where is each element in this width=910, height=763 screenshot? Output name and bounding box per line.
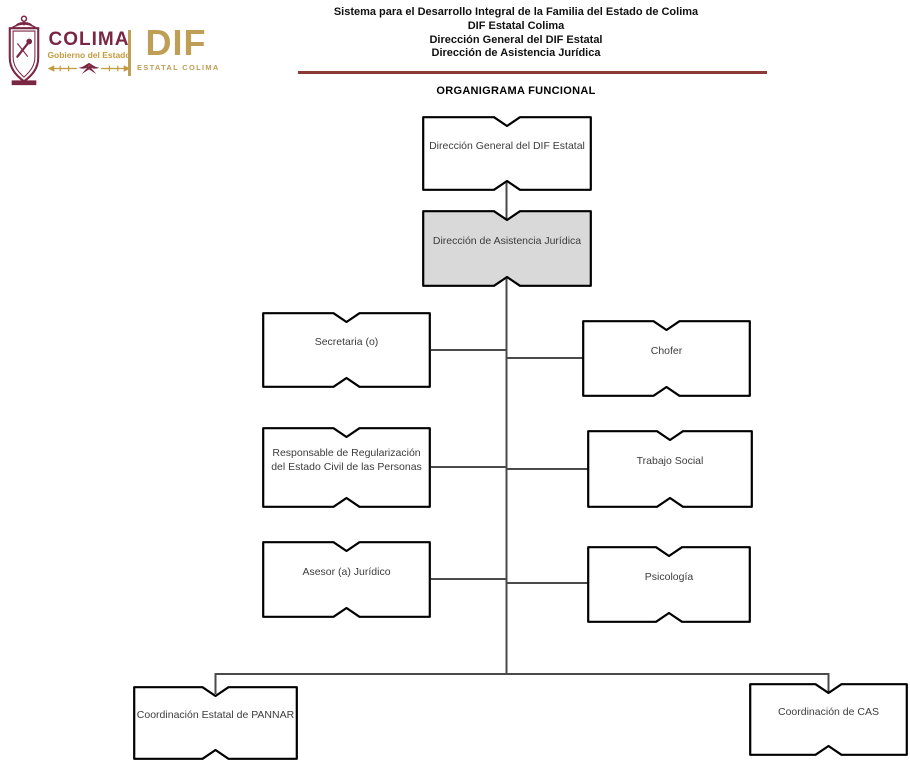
org-node-asesor-juridico: Asesor (a) Jurídico — [262, 541, 431, 618]
org-node-psicologia: Psicología — [587, 546, 751, 623]
org-node-label: Dirección de Asistencia Jurídica — [432, 234, 582, 247]
org-node-label: Trabajo Social — [636, 455, 704, 468]
header-line-4: Dirección de Asistencia Jurídica — [431, 47, 601, 60]
org-node-label: Responsable de Regularización del Estado… — [271, 447, 422, 473]
notched-box-shape — [587, 546, 751, 623]
org-node-label: Coordinación de CAS — [778, 705, 879, 718]
org-node-direccion-general: Dirección General del DIF Estatal — [422, 116, 592, 191]
org-node-responsable-regularizacion: Responsable de Regularización del Estado… — [262, 427, 431, 508]
org-node-label: Asesor (a) Jurídico — [302, 565, 391, 578]
notched-box-shape — [582, 320, 751, 397]
letterhead: COLIMA Gobierno del Estado DIF — [0, 0, 230, 95]
gobierno-del-estado-subtitle: Gobierno del Estado — [47, 50, 131, 60]
logo-vertical-divider — [128, 30, 131, 76]
org-node-coordinacion-pannar: Coordinación Estatal de PANNAR — [133, 686, 298, 760]
section-title: ORGANIGRAMA FUNCIONAL — [436, 85, 596, 97]
header-line-2: DIF Estatal Colima — [467, 19, 565, 32]
colima-logo-block: COLIMA Gobierno del Estado — [46, 30, 132, 75]
org-node-asistencia-juridica: Dirección de Asistencia Jurídica — [422, 210, 592, 287]
header-title-block: Sistema para el Desarrollo Integral de l… — [265, 6, 767, 61]
org-node-label: Coordinación Estatal de PANNAR — [136, 709, 295, 722]
dif-logo-block: DIF ESTATAL COLIMA — [137, 22, 220, 73]
dif-subtitle: ESTATAL COLIMA — [137, 63, 220, 72]
header-line-3: Dirección General del DIF Estatal — [429, 33, 603, 46]
org-node-chofer: Chofer — [582, 320, 751, 397]
ornament-divider-icon — [47, 62, 131, 75]
org-node-label: Dirección General del DIF Estatal — [429, 139, 585, 152]
notched-box-shape — [262, 312, 431, 388]
notched-box-shape — [422, 210, 592, 287]
org-node-label: Psicología — [644, 570, 694, 583]
notched-box-shape — [133, 686, 298, 760]
header-rule — [298, 71, 767, 74]
header-line-1: Sistema para el Desarrollo Integral de l… — [333, 6, 699, 18]
org-node-secretaria: Secretaria (o) — [262, 312, 431, 388]
org-node-trabajo-social: Trabajo Social — [587, 430, 753, 508]
dif-wordmark: DIF — [145, 22, 207, 63]
org-node-label: Chofer — [650, 344, 683, 357]
org-node-coordinacion-cas: Coordinación de CAS — [749, 683, 908, 756]
colima-coat-of-arms-icon — [8, 15, 40, 86]
notched-box-shape — [587, 430, 753, 508]
notched-box-shape — [262, 427, 431, 508]
notched-box-shape — [749, 683, 908, 756]
notched-box-shape — [422, 116, 592, 191]
notched-box-shape — [262, 541, 431, 618]
org-node-label: Secretaria (o) — [314, 336, 379, 349]
colima-wordmark: COLIMA — [48, 29, 130, 50]
